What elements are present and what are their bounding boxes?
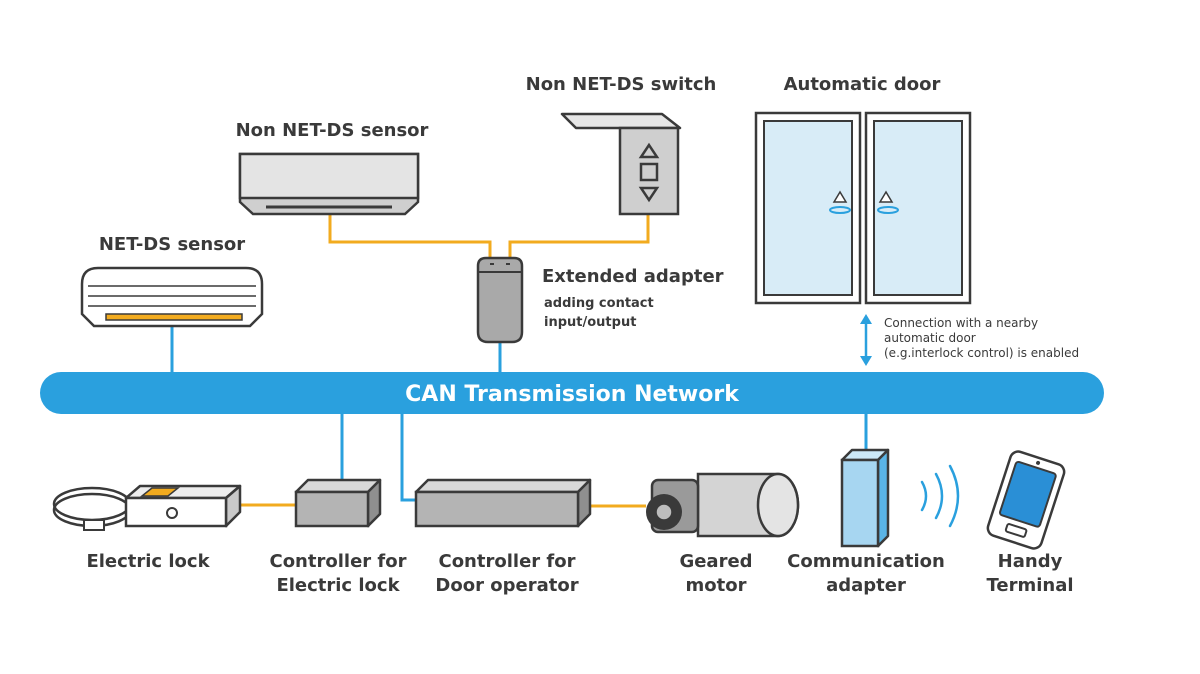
label-comm-adapter-1: Communication xyxy=(787,551,945,572)
can-bus xyxy=(40,372,1104,414)
label-automatic-door: Automatic door xyxy=(784,74,941,95)
wire-bus-door-controller xyxy=(400,410,416,502)
automatic-door xyxy=(754,111,972,305)
electric-lock xyxy=(52,484,242,531)
triangle-down-icon xyxy=(638,186,660,203)
extended-adapter xyxy=(476,256,524,344)
communication-adapter xyxy=(840,448,890,548)
label-non-netds-sensor: Non NET-DS sensor xyxy=(236,120,429,141)
netds-sensor xyxy=(80,266,264,328)
label-controller-lock-2: Electric lock xyxy=(276,575,400,596)
note-line-3: (e.g.interlock control) is enabled xyxy=(884,346,1079,360)
label-geared-motor-1: Geared xyxy=(679,551,752,572)
blue-wires xyxy=(170,326,868,502)
geared-motor xyxy=(646,472,800,538)
label-netds-sensor: NET-DS sensor xyxy=(99,234,245,255)
triangle-up-icon xyxy=(638,142,660,159)
note-line-2: automatic door xyxy=(884,331,976,345)
controller-electric-lock xyxy=(294,478,382,528)
square-stop-icon xyxy=(639,162,659,182)
handy-terminal xyxy=(986,450,1066,550)
label-non-netds-switch: Non NET-DS switch xyxy=(526,74,717,95)
wire-sensor-to-adapter xyxy=(328,214,492,262)
label-handy-terminal-1: Handy xyxy=(998,551,1063,572)
orange-wires-top xyxy=(328,214,650,262)
double-arrow-icon xyxy=(860,314,872,366)
wire-switch-to-adapter xyxy=(508,214,650,262)
label-controller-door-2: Door operator xyxy=(435,575,578,596)
wireless-signal-icon xyxy=(920,464,960,528)
controller-door-operator xyxy=(414,478,592,528)
label-geared-motor-2: motor xyxy=(686,575,747,596)
label-handy-terminal-2: Terminal xyxy=(986,575,1073,596)
label-comm-adapter-2: adapter xyxy=(826,575,906,596)
label-electric-lock: Electric lock xyxy=(86,551,210,572)
label-controller-door-1: Controller for xyxy=(438,551,575,572)
label-extended-adapter: Extended adapter xyxy=(542,266,724,287)
note-line-1: Connection with a nearby xyxy=(884,316,1038,330)
label-extended-adapter-sub1: adding contact xyxy=(544,296,654,311)
non-netds-switch xyxy=(560,112,682,216)
label-controller-lock-1: Controller for xyxy=(269,551,406,572)
can-bus-label: CAN Transmission Network xyxy=(405,382,740,407)
orange-wires-bottom xyxy=(240,503,646,508)
label-extended-adapter-sub2: input/output xyxy=(544,315,636,330)
non-netds-sensor xyxy=(238,152,420,216)
